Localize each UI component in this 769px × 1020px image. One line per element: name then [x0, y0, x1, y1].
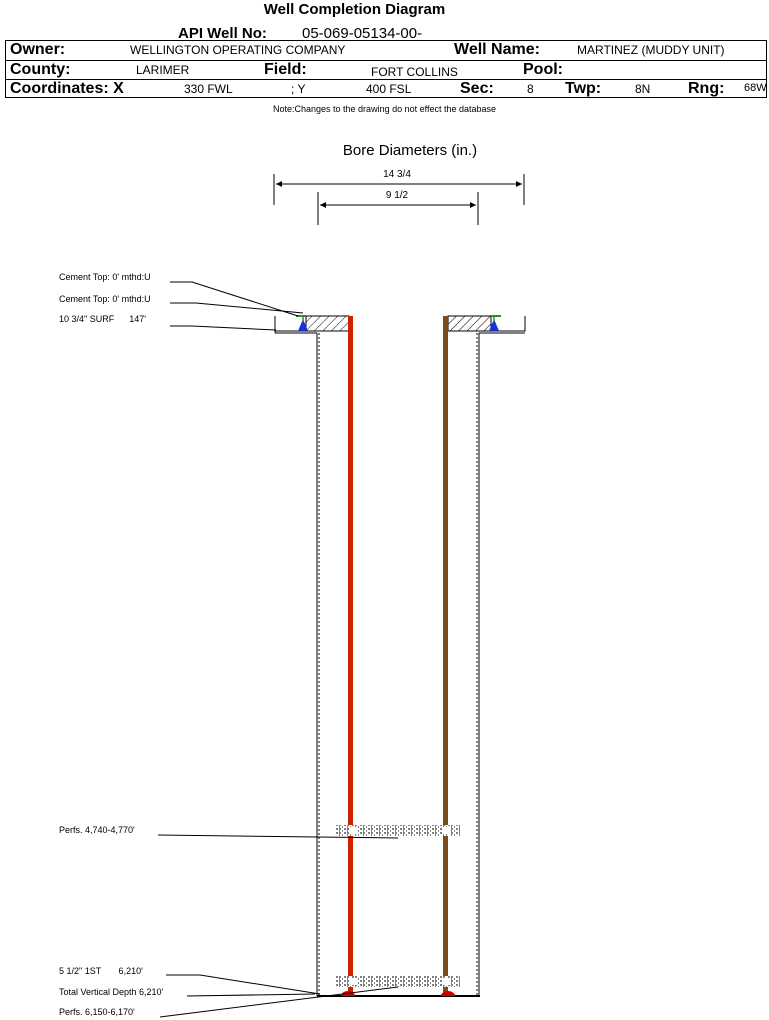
diagram-title: Well Completion Diagram: [263, 1, 446, 18]
inner-bore-dimension: 9 1/2: [317, 190, 479, 225]
outer-bore-value: 14 3/4: [383, 169, 411, 180]
casing-wall-left: [348, 316, 353, 996]
api-well-value: 05-069-05134-00-: [302, 25, 423, 42]
api-well-label: API Well No:: [178, 25, 267, 42]
cement-wedge-right: [489, 319, 499, 331]
inner-bore-value: 9 1/2: [386, 190, 409, 201]
county-label: County:: [10, 61, 71, 78]
sec-value: 8: [527, 82, 534, 96]
bore-hole: [316, 333, 480, 997]
production-casing: [348, 316, 448, 996]
casing-wall-right: [443, 316, 448, 996]
cement-top-label: Cement Top: 0' mthd:U: [59, 294, 151, 304]
coordinates-label: Coordinates: X: [10, 80, 124, 97]
perforations-lower: [335, 976, 460, 987]
y-value: 400 FSL: [366, 82, 412, 96]
well-name-value: MARTINEZ (MUDDY UNIT): [577, 43, 725, 57]
twp-label: Twp:: [565, 80, 602, 97]
production-casing-label: 5 1/2" 1ST 6,210': [59, 966, 143, 976]
county-value: LARIMER: [136, 63, 190, 77]
twp-value: 8N: [635, 82, 651, 96]
sec-label: Sec:: [460, 80, 494, 97]
perfs-upper-label: Perfs. 4,740-4,770': [59, 825, 135, 835]
total-depth-label: Total Vertical Depth 6,210': [59, 987, 164, 997]
cement-top-label: Cement Top: 0' mthd:U: [59, 272, 151, 282]
table-row-divider: [6, 79, 766, 80]
field-label: Field:: [264, 61, 307, 78]
database-note: Note:Changes to the drawing do not effec…: [273, 104, 496, 114]
perfs-lower-label: Perfs. 6,150-6,170': [59, 1007, 135, 1017]
callout-leaders: [157, 281, 399, 1018]
surface-casing-label: 10 3/4" SURF 147': [59, 314, 146, 324]
bottom-plug-right: [441, 991, 455, 996]
cement-block-left: [305, 315, 350, 332]
field-value: FORT COLLINS: [371, 65, 458, 79]
well-name-label: Well Name:: [454, 41, 540, 58]
surface-casing: [274, 315, 526, 334]
perforations-upper: [335, 825, 460, 836]
table-row-divider: [6, 60, 766, 61]
pool-label: Pool:: [523, 61, 563, 78]
bore-diameters-title: Bore Diameters (in.): [343, 142, 477, 159]
cement-block-right: [447, 315, 492, 332]
owner-label: Owner:: [10, 41, 66, 58]
well-info-table: Owner: WELLINGTON OPERATING COMPANY Well…: [5, 40, 767, 98]
rng-label: Rng:: [688, 80, 725, 97]
x-value: 330 FWL: [184, 82, 233, 96]
outer-bore-dimension: 14 3/4: [273, 169, 525, 205]
cement-wedge-left: [298, 319, 308, 331]
y-label: ; Y: [291, 82, 306, 96]
rng-value: 68W: [744, 82, 767, 94]
owner-value: WELLINGTON OPERATING COMPANY: [130, 43, 346, 57]
